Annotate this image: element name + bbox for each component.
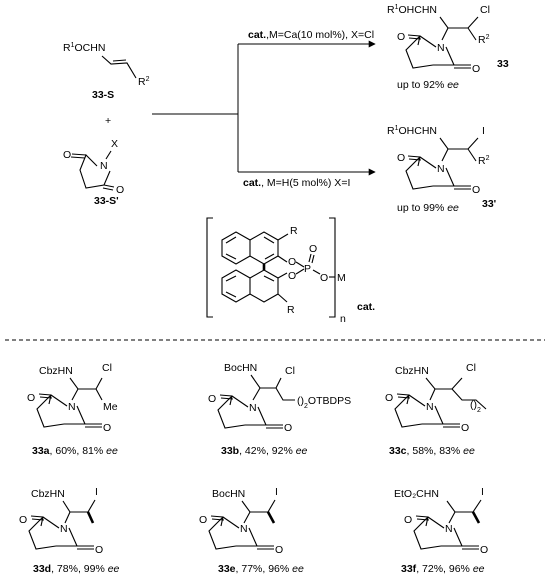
svg-text:CbzHN: CbzHN: [39, 365, 73, 377]
catalyst-structure: R R O O P O O M n cat.: [206, 217, 375, 325]
example-33c: CbzHN Cl ()2 N O O 33c, 58%, 83% ee: [385, 362, 487, 457]
svg-text:I: I: [275, 486, 278, 498]
svg-text:P: P: [304, 263, 311, 275]
svg-text:O: O: [472, 63, 480, 75]
svg-text:O: O: [103, 422, 111, 434]
svg-text:O: O: [480, 544, 488, 556]
label-33-prime: 33': [482, 198, 496, 210]
svg-text:up to 92% ee: up to 92% ee: [397, 79, 459, 91]
svg-text:I: I: [482, 125, 485, 137]
svg-text:BocHN: BocHN: [224, 362, 257, 374]
svg-text:O: O: [397, 31, 405, 43]
svg-text:R1OHCHN: R1OHCHN: [387, 125, 437, 137]
bottom-condition: cat., M=H(5 mol%) X=I: [243, 177, 350, 189]
svg-text:O: O: [320, 272, 328, 284]
svg-text:CbzHN: CbzHN: [31, 488, 65, 500]
example-33b: BocHN Cl ()2OTBDPS N O O 33b, 42%, 92% e…: [208, 362, 351, 457]
svg-text:33b, 42%, 92% ee: 33b, 42%, 92% ee: [221, 445, 308, 457]
svg-text:33c, 58%, 83% ee: 33c, 58%, 83% ee: [389, 445, 475, 457]
svg-text:BocHN: BocHN: [212, 488, 245, 500]
svg-text:O: O: [208, 393, 216, 405]
svg-text:Cl: Cl: [480, 4, 490, 16]
svg-text:Cl: Cl: [285, 365, 295, 377]
svg-text:O: O: [19, 514, 27, 526]
svg-text:Cl: Cl: [102, 362, 112, 374]
label-33: 33: [497, 58, 509, 70]
svg-text:M: M: [337, 272, 346, 284]
svg-text:O: O: [95, 544, 103, 556]
svg-text:n: n: [340, 313, 346, 325]
svg-text:I: I: [95, 486, 98, 498]
svg-text:R: R: [287, 304, 295, 316]
svg-text:O: O: [397, 152, 405, 164]
svg-text:()2OTBDPS: ()2OTBDPS: [297, 395, 351, 410]
svg-text:R1OHCHN: R1OHCHN: [387, 4, 437, 16]
svg-text:up to 99% ee: up to 99% ee: [397, 202, 459, 214]
svg-text:I: I: [481, 486, 484, 498]
product-33-prime: R1OHCHN I R2 N O O 33' up to 99% ee: [387, 125, 496, 214]
svg-text:O: O: [472, 184, 480, 196]
example-33f: EtO₂CHN I N O O 33f, 72%, 96% ee: [394, 486, 488, 575]
label-33-S: 33-S: [92, 89, 114, 101]
svg-text:O: O: [385, 392, 393, 404]
reactant-enamide: R1OCHN R2 33-S: [63, 42, 150, 101]
svg-text:EtO₂CHN: EtO₂CHN: [394, 488, 439, 500]
svg-text:O: O: [461, 422, 469, 434]
svg-text:O: O: [288, 256, 296, 268]
svg-text:R1OCHN: R1OCHN: [63, 42, 105, 54]
svg-text:X: X: [111, 138, 118, 150]
example-33d: CbzHN I N O O 33d, 78%, 99% ee: [19, 486, 120, 575]
svg-text:O: O: [404, 514, 412, 526]
svg-text:N: N: [68, 401, 76, 413]
svg-text:N: N: [437, 163, 445, 175]
reactant-halosuccinimide: X N O O 33-S': [63, 138, 124, 207]
svg-text:Me: Me: [103, 401, 118, 413]
svg-text:R: R: [290, 225, 298, 237]
svg-text:R2: R2: [478, 155, 490, 167]
svg-text:N: N: [426, 401, 434, 413]
example-33a: CbzHN Cl Me N O O 33a, 60%, 81% ee: [27, 362, 118, 457]
svg-text:O: O: [309, 243, 317, 255]
svg-text:33a, 60%, 81% ee: 33a, 60%, 81% ee: [32, 445, 118, 457]
svg-text:O: O: [27, 392, 35, 404]
svg-text:O: O: [284, 422, 292, 434]
svg-text:N: N: [60, 523, 68, 535]
plus-sign: +: [105, 115, 111, 127]
label-cat: cat.: [357, 301, 375, 313]
svg-text:O: O: [275, 544, 283, 556]
product-33: R1OHCHN Cl R2 N O O 33 up to 92% ee: [387, 4, 509, 91]
label-33-S-prime: 33-S': [94, 195, 119, 207]
svg-text:O: O: [63, 149, 71, 161]
svg-text:O: O: [199, 514, 207, 526]
svg-text:R2: R2: [138, 76, 150, 88]
top-condition: cat.,M=Ca(10 mol%), X=Cl: [248, 29, 374, 41]
svg-text:N: N: [100, 160, 108, 172]
svg-text:N: N: [445, 523, 453, 535]
example-33e: BocHN I N O O 33e, 77%, 96% ee: [199, 486, 304, 575]
svg-text:N: N: [437, 42, 445, 54]
svg-text:R2: R2: [478, 34, 490, 46]
svg-text:N: N: [249, 402, 257, 414]
svg-text:N: N: [240, 523, 248, 535]
svg-text:O: O: [116, 184, 124, 196]
svg-text:33e, 77%, 96% ee: 33e, 77%, 96% ee: [218, 563, 304, 575]
svg-text:()2: ()2: [470, 399, 481, 414]
reaction-arrows: [152, 40, 376, 176]
svg-text:Cl: Cl: [466, 362, 476, 374]
svg-text:33d, 78%, 99% ee: 33d, 78%, 99% ee: [33, 563, 120, 575]
svg-text:CbzHN: CbzHN: [395, 365, 429, 377]
svg-text:O: O: [288, 270, 296, 282]
svg-text:33f, 72%, 96% ee: 33f, 72%, 96% ee: [401, 563, 485, 575]
